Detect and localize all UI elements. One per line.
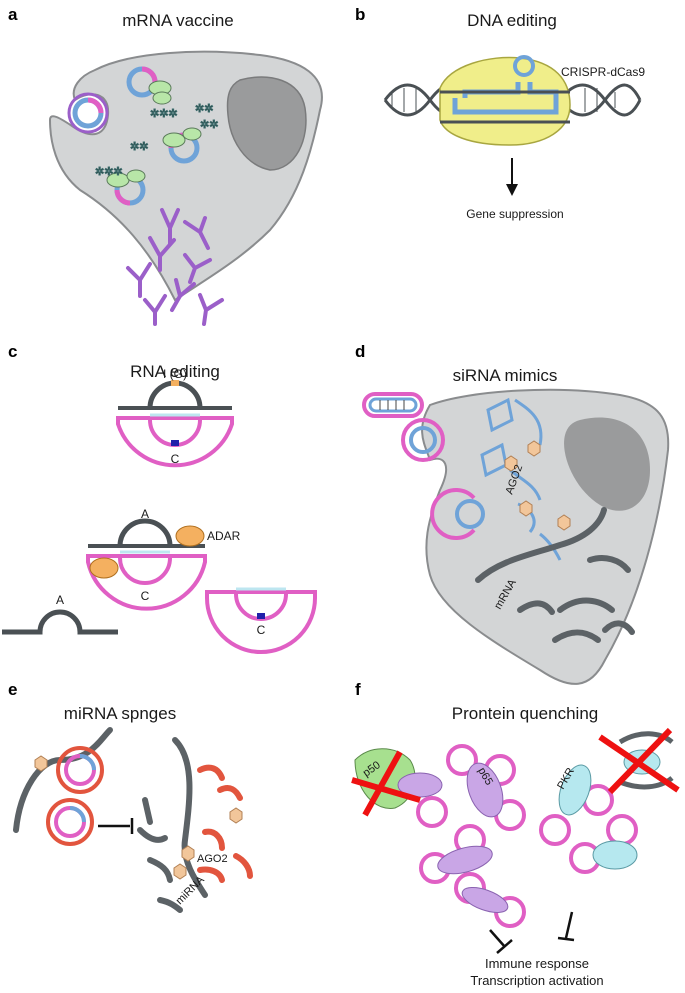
panel-e-title: miRNA spnges: [64, 704, 176, 723]
edited-complex: [116, 380, 234, 468]
inhibition-symbol-e: [98, 818, 134, 834]
svg-text:✲✲: ✲✲: [130, 141, 148, 153]
sponge-2: [46, 798, 94, 846]
panel-e-letter: e: [8, 680, 17, 699]
c-label-1: C: [171, 452, 180, 466]
panel-f-letter: f: [355, 680, 361, 699]
mirnas-e: [197, 764, 253, 883]
sponge-1: [56, 746, 104, 794]
panel-c-title: RNA editing: [130, 362, 220, 381]
c-label-2: C: [141, 589, 150, 603]
mrna-translation-3: [106, 169, 146, 206]
panel-a: a mRNA vaccine: [8, 5, 323, 326]
target-rna-a: [2, 609, 118, 635]
gene-suppression-label: Gene suppression: [466, 207, 563, 221]
nucleus: [226, 76, 307, 171]
ago2-proteins-e: [173, 807, 243, 880]
inosine-label: I (G): [163, 367, 187, 381]
endosome-2: [430, 488, 485, 540]
panel-c: c RNA editing I (G) C A ADAR C: [2, 342, 317, 654]
panel-b-title: DNA editing: [467, 11, 557, 30]
a-label-1: A: [141, 507, 149, 521]
adar-enzyme-1: [175, 525, 205, 547]
lnp-particle: [67, 92, 109, 134]
panel-b: b DNA editing CRISPR-dCas9 Gene suppress…: [355, 5, 645, 221]
svg-text:✲✲✲: ✲✲✲: [150, 108, 178, 120]
mrna-strands-d: [475, 507, 635, 643]
sirna-duplex: [362, 392, 424, 418]
dna-target-strand: [440, 90, 570, 124]
panel-a-letter: a: [8, 5, 18, 24]
panel-d-title: siRNA mimics: [453, 366, 558, 385]
guide-rna-lone: [205, 587, 317, 654]
panel-f: f Prontein quenching p50 p65: [351, 680, 680, 988]
cross-pkr: [598, 727, 680, 795]
nucleus-d: [564, 417, 650, 511]
crispr-label: CRISPR-dCas9: [561, 65, 645, 79]
antigen-proteins: ✲✲✲ ✲✲ ✲✲ ✲✲ ✲✲✲: [95, 103, 219, 179]
antibodies: [126, 208, 224, 326]
p65-proteins: [437, 762, 509, 913]
panel-d: d siRNA mimics: [355, 342, 670, 685]
adar-complex: [86, 518, 207, 611]
ago2-protein-e1: [34, 755, 48, 772]
adar-enzyme-2: [89, 557, 119, 579]
svg-text:✲✲: ✲✲: [200, 119, 218, 131]
cross-p50: [351, 750, 421, 817]
panel-c-letter: c: [8, 342, 17, 361]
outcome-transcription-activation: Transcription activation: [470, 973, 603, 988]
c-label-3: C: [257, 623, 266, 637]
panel-e: e miRNA spnges: [8, 680, 253, 913]
panel-a-title: mRNA vaccine: [122, 11, 233, 30]
svg-text:✲✲✲: ✲✲✲: [95, 166, 123, 178]
a-label-2: A: [56, 593, 64, 607]
pkr-proteins: [558, 764, 638, 870]
mrna-translation-1: [126, 66, 172, 105]
inhibition-symbols-f: [489, 911, 575, 954]
ago2-proteins-d: [504, 440, 571, 531]
svg-text:✲✲: ✲✲: [195, 103, 213, 115]
dcas9-protein: [439, 56, 571, 146]
panel-d-letter: d: [355, 342, 365, 361]
panel-b-letter: b: [355, 5, 365, 24]
outcome-immune-response: Immune response: [485, 956, 589, 971]
panel-f-title: Prontein quenching: [452, 704, 599, 723]
endosome-1: [401, 418, 445, 462]
adar-label: ADAR: [207, 529, 241, 543]
target-strands-e: [13, 727, 208, 913]
ago2-label-e: AGO2: [197, 853, 228, 865]
mrna-translation-2: [162, 127, 202, 164]
